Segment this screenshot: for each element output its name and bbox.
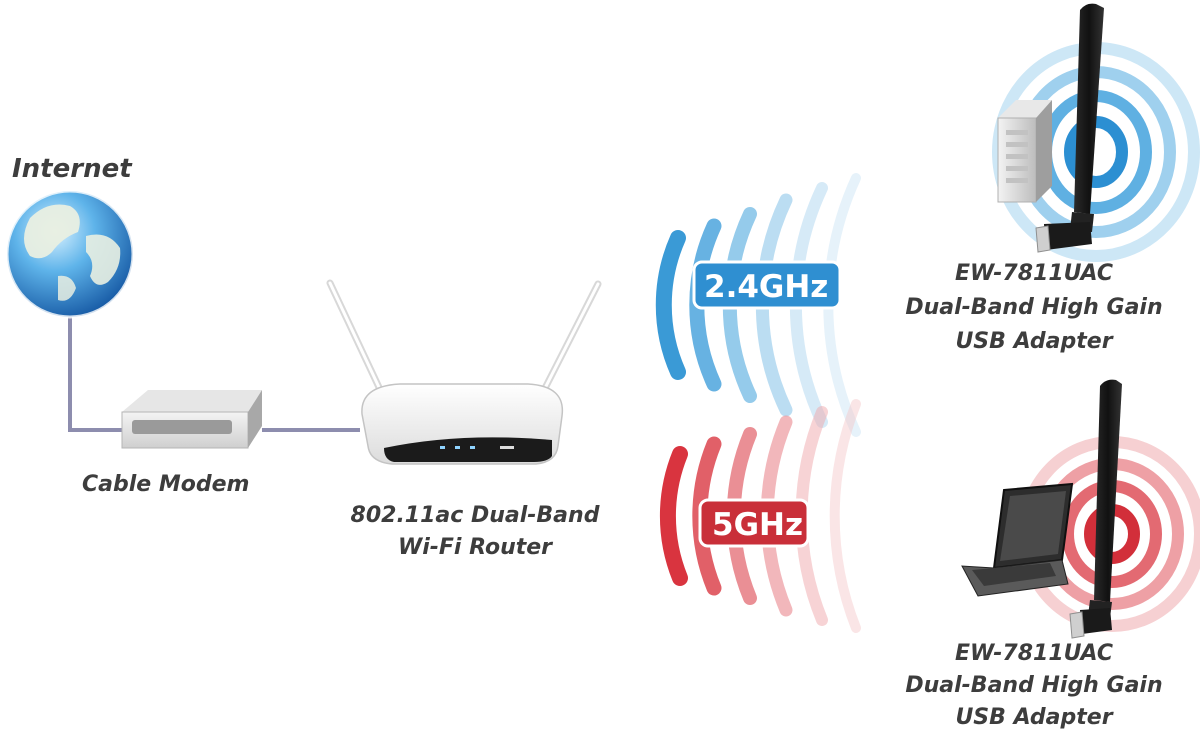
- cable-internet-to-modem: [68, 300, 130, 432]
- cable-modem-icon: [121, 390, 262, 449]
- badge-5ghz: [698, 498, 810, 548]
- internet-label: Internet: [12, 154, 132, 184]
- router-label: 802.11ac Dual-Band Wi-Fi Router: [310, 500, 640, 564]
- adapter-type: USB Adapter: [955, 705, 1113, 730]
- usb-adapter-icon: [1035, 3, 1104, 253]
- adapter-type: USB Adapter: [955, 329, 1113, 354]
- cable-modem-label: Cable Modem: [82, 472, 250, 497]
- globe-icon: [5, 189, 135, 319]
- adapter-model: EW-7811UAC: [954, 641, 1114, 666]
- wifi-router-icon: [326, 279, 602, 465]
- adapter-description: Dual-Band High Gain: [905, 673, 1163, 698]
- adapter-model: EW-7811UAC: [954, 261, 1114, 286]
- badge-2-4ghz: [692, 260, 842, 310]
- adapter-label-top: EW-7811UAC Dual-Band High Gain USB Adapt…: [868, 257, 1200, 359]
- network-cables: [68, 300, 360, 432]
- adapter-label-bottom: EW-7811UAC Dual-Band High Gain USB Adapt…: [868, 638, 1200, 734]
- laptop-icon: [961, 482, 1074, 597]
- adapter-description: Dual-Band High Gain: [905, 295, 1163, 320]
- band-2-4ghz-label: 2.4GHz: [704, 269, 829, 305]
- router-label-line2: Wi-Fi Router: [397, 535, 553, 560]
- usb-adapter-icon: [1069, 379, 1122, 639]
- router-label-line1: 802.11ac Dual-Band: [350, 503, 600, 528]
- band-5ghz-label: 5GHz: [712, 507, 804, 543]
- desktop-tower-icon: [997, 100, 1052, 203]
